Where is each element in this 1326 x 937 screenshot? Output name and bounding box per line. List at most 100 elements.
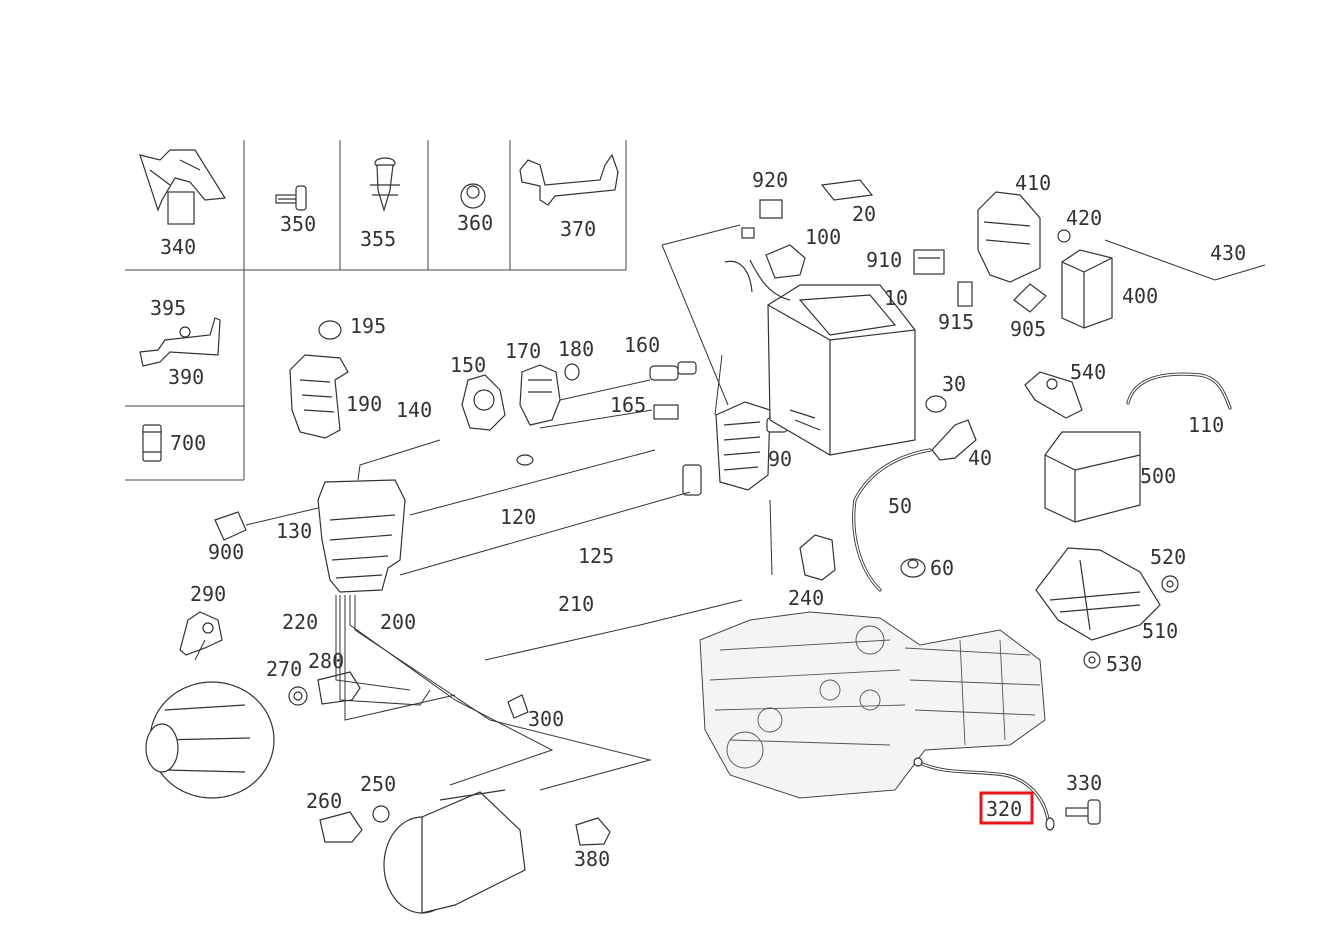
label-180: 180 xyxy=(558,337,594,361)
part-540-cover[interactable] xyxy=(1024,371,1083,419)
label-170: 170 xyxy=(505,339,541,363)
label-420: 420 xyxy=(1066,206,1102,230)
label-370: 370 xyxy=(560,217,596,241)
part-410-holder[interactable] xyxy=(977,191,1041,283)
part-920-cover[interactable] xyxy=(759,199,783,219)
part-180-washer[interactable] xyxy=(564,363,580,381)
part-520-nut[interactable] xyxy=(1161,575,1179,593)
label-120: 120 xyxy=(500,505,536,529)
harness-lines xyxy=(194,224,1266,791)
part-905-card[interactable] xyxy=(1013,283,1047,313)
label-270: 270 xyxy=(266,657,302,681)
part-40-terminal[interactable] xyxy=(931,419,977,461)
part-300-clip[interactable] xyxy=(507,694,529,719)
label-20: 20 xyxy=(852,202,876,226)
label-60: 60 xyxy=(930,556,954,580)
label-150: 150 xyxy=(450,353,486,377)
part-195-cap[interactable] xyxy=(318,320,342,340)
label-700: 700 xyxy=(170,431,206,455)
part-360-nut[interactable] xyxy=(460,183,486,209)
label-30: 30 xyxy=(942,372,966,396)
label-165: 165 xyxy=(610,393,646,417)
part-400-box[interactable] xyxy=(1061,249,1113,329)
label-300: 300 xyxy=(528,707,564,731)
label-905: 905 xyxy=(1010,317,1046,341)
part-alternator[interactable] xyxy=(145,681,275,799)
label-190: 190 xyxy=(346,392,382,416)
label-130: 130 xyxy=(276,519,312,543)
part-370-bracket[interactable] xyxy=(519,153,619,206)
label-340: 340 xyxy=(160,235,196,259)
label-140: 140 xyxy=(396,398,432,422)
label-330: 330 xyxy=(1066,771,1102,795)
label-320: 320 xyxy=(986,797,1022,821)
part-510-tray[interactable] xyxy=(1035,547,1161,641)
part-290-bracket[interactable] xyxy=(179,611,223,656)
part-170-relay[interactable] xyxy=(519,364,561,426)
engine-transmission xyxy=(699,611,1046,799)
label-100: 100 xyxy=(805,225,841,249)
part-910-relay[interactable] xyxy=(913,249,945,275)
label-210: 210 xyxy=(558,592,594,616)
part-355-clip[interactable] xyxy=(370,157,400,213)
part-100-clamp[interactable] xyxy=(741,227,806,279)
part-390-bracket[interactable] xyxy=(139,317,221,367)
label-10: 10 xyxy=(884,286,908,310)
part-915-block[interactable] xyxy=(957,281,973,307)
label-250: 250 xyxy=(360,772,396,796)
part-60-grommet[interactable] xyxy=(900,558,926,578)
highlight-box-320 xyxy=(979,791,1034,825)
label-920: 920 xyxy=(752,168,788,192)
part-160-connector[interactable] xyxy=(649,361,697,381)
label-290: 290 xyxy=(190,582,226,606)
label-355: 355 xyxy=(360,227,396,251)
label-200: 200 xyxy=(380,610,416,634)
part-340-bracket[interactable] xyxy=(139,149,227,225)
part-330-bolt[interactable] xyxy=(1065,799,1101,825)
part-190-box[interactable] xyxy=(289,354,349,439)
callout-labels: 340 350 355 360 370 395 390 700 195 190 … xyxy=(150,168,1246,871)
label-540: 540 xyxy=(1070,360,1106,384)
part-20-pad[interactable] xyxy=(820,179,874,201)
part-165-terminal[interactable] xyxy=(516,404,679,466)
label-400: 400 xyxy=(1122,284,1158,308)
part-10-battery[interactable] xyxy=(767,284,916,456)
part-350-bolt[interactable] xyxy=(275,185,307,211)
label-520: 520 xyxy=(1150,545,1186,569)
part-starter[interactable] xyxy=(383,789,526,914)
label-40: 40 xyxy=(968,446,992,470)
label-915: 915 xyxy=(938,310,974,334)
part-320-ground-cable[interactable] xyxy=(913,757,1055,831)
label-280: 280 xyxy=(308,649,344,673)
label-160: 160 xyxy=(624,333,660,357)
cables xyxy=(724,259,1232,592)
label-380: 380 xyxy=(574,847,610,871)
label-90: 90 xyxy=(768,447,792,471)
part-530-nut[interactable] xyxy=(1083,651,1101,669)
part-260-cap[interactable] xyxy=(319,811,363,843)
label-900: 900 xyxy=(208,540,244,564)
label-220: 220 xyxy=(282,610,318,634)
label-125: 125 xyxy=(578,544,614,568)
part-250-nut[interactable] xyxy=(372,805,390,823)
part-280-cap[interactable] xyxy=(317,671,361,705)
label-410: 410 xyxy=(1015,171,1051,195)
part-420-bolt[interactable] xyxy=(1057,229,1071,243)
part-90-fusebox[interactable] xyxy=(682,401,788,496)
label-430: 430 xyxy=(1210,241,1246,265)
part-130-module[interactable] xyxy=(317,479,406,593)
label-350: 350 xyxy=(280,212,316,236)
part-150-relay[interactable] xyxy=(461,374,506,431)
part-30-cap[interactable] xyxy=(925,395,947,413)
part-270-nut[interactable] xyxy=(288,686,308,706)
label-110: 110 xyxy=(1188,413,1224,437)
part-500-battery[interactable] xyxy=(1044,431,1141,523)
part-240-bracket[interactable] xyxy=(799,534,836,581)
part-900-tag[interactable] xyxy=(214,511,247,541)
label-260: 260 xyxy=(306,789,342,813)
label-530: 530 xyxy=(1106,652,1142,676)
label-510: 510 xyxy=(1142,619,1178,643)
label-50: 50 xyxy=(888,494,912,518)
part-700-sleeve[interactable] xyxy=(142,424,162,462)
part-380-relay[interactable] xyxy=(575,817,611,846)
